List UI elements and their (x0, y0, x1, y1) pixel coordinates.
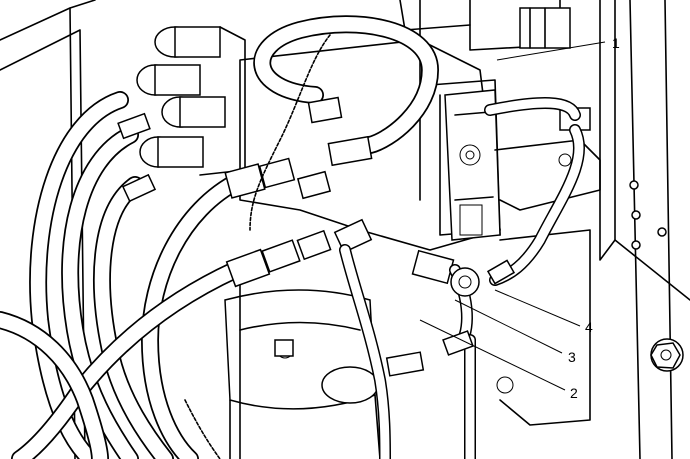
left-hose-bundle (0, 91, 249, 459)
tee-fitting (442, 259, 516, 356)
callout-2: 2 (570, 385, 578, 401)
callout-3: 3 (568, 349, 576, 365)
gauge-cluster (136, 26, 246, 176)
right-bracket (494, 139, 601, 426)
mounting-bolt (650, 338, 684, 372)
top-loop-hose (253, 15, 439, 154)
corrugated-cable (184, 34, 331, 459)
control-valve-plate (444, 89, 501, 241)
lower-filter-housing (224, 269, 381, 459)
right-frame-panel (599, 0, 690, 459)
callout-4: 4 (585, 319, 593, 335)
callout-leaders (419, 41, 606, 391)
callout-1: 1 (612, 35, 620, 51)
